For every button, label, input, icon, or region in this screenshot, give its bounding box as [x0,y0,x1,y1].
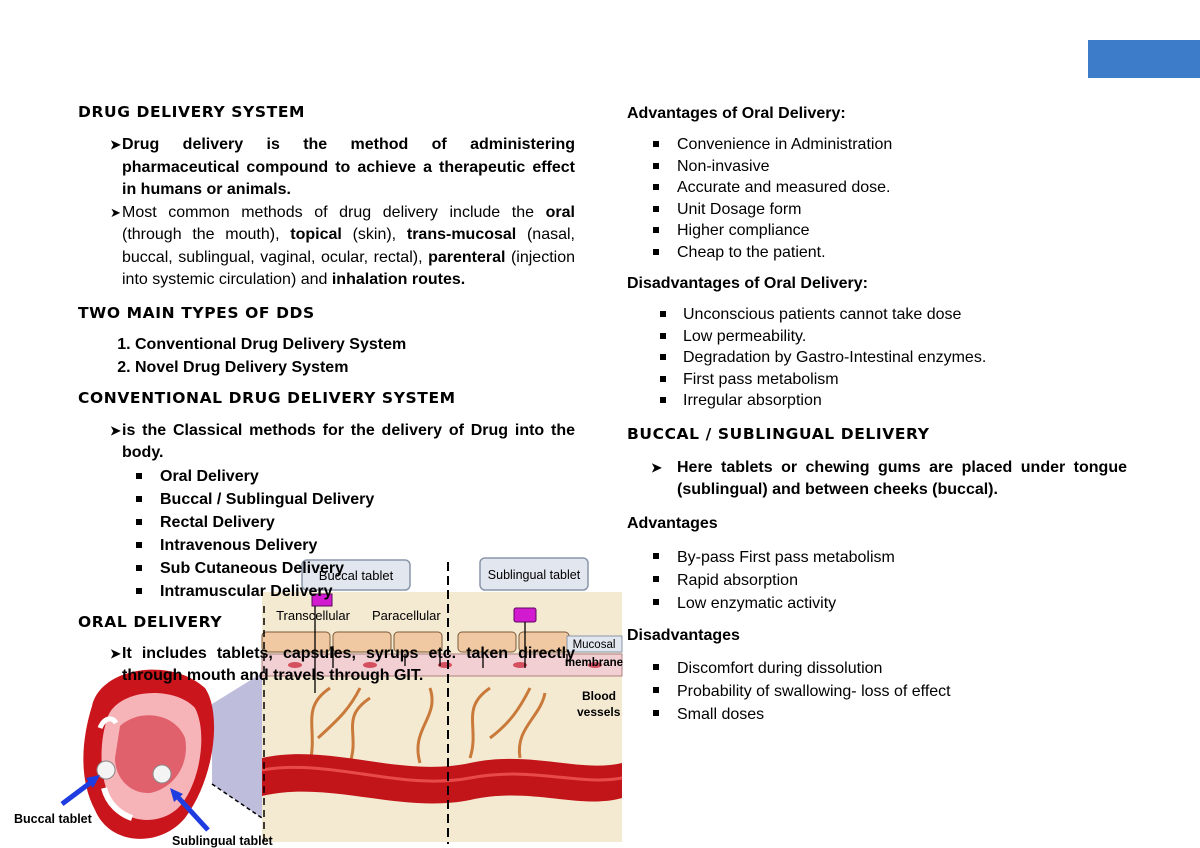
list-item: Oral Delivery [78,465,575,488]
list-item: Unconscious patients cannot take dose [627,304,1127,326]
square-bullet-icon [136,541,142,548]
square-bullet-icon [653,162,659,169]
list-item: Discomfort during dissolution [627,657,1127,680]
square-bullet-icon [136,518,142,525]
list-item: Low permeability. [627,326,1127,348]
square-bullet-icon [653,686,659,693]
list-item: Sub Cutaneous Delivery [78,557,575,580]
list-item: Intravenous Delivery [78,534,575,557]
square-bullet-icon [653,141,659,147]
conventional-list: Oral Delivery Buccal / Sublingual Delive… [78,465,575,603]
buccal-disadvantages-list: Discomfort during dissolution Probabilit… [627,657,1127,726]
arrowhead-bullet-icon: ➤ [110,137,121,152]
list-item: Higher compliance [627,220,1127,242]
dds-definition: ➤Drug delivery is the method of administ… [110,136,575,198]
list-item: First pass metabolism [627,369,1127,391]
list-item: Small doses [627,703,1127,726]
list-item: Irregular absorption [627,390,1127,412]
buccal-definition: ➤Here tablets or chewing gums are placed… [651,458,1127,499]
square-bullet-icon [653,248,659,255]
list-item: By-pass First pass metabolism [627,546,1127,569]
buccal-advantages-heading: Advantages [627,514,718,532]
arrowhead-bullet-icon: ➤ [110,422,121,438]
square-bullet-icon [660,397,666,403]
list-item: Cheap to the patient. [627,242,1127,264]
list-item: Degradation by Gastro-Intestinal enzymes… [627,347,1127,369]
right-column: Advantages of Oral Delivery: Convenience… [627,100,1127,726]
conventional-heading: CONVENTIONAL DRUG DELIVERY SYSTEM [78,388,456,407]
square-bullet-icon [653,205,659,212]
square-bullet-icon [653,663,659,670]
arrowhead-bullet-icon: ➤ [110,645,121,661]
list-item: Rectal Delivery [78,511,575,534]
square-bullet-icon [136,587,142,594]
square-bullet-icon [660,332,666,339]
conventional-definition: ➤is the Classical methods for the delive… [110,421,575,462]
buccal-advantages-list: By-pass First pass metabolism Rapid abso… [627,546,1127,615]
list-item: Low enzymatic activity [627,592,1127,615]
list-item: Non-invasive [627,156,1127,178]
arrowhead-bullet-icon: ➤ [110,204,121,220]
header-accent-tab [1088,40,1200,78]
dds-methods: ➤Most common methods of drug delivery in… [110,203,576,289]
square-bullet-icon [653,709,659,716]
list-item: Probability of swallowing- loss of effec… [627,680,1127,703]
oral-definition: ➤It includes tablets, capsules, syrups e… [110,644,575,685]
square-bullet-icon [653,575,659,582]
list-item: Novel Drug Delivery System [135,356,575,379]
square-bullet-icon [653,227,659,233]
left-column: DRUG DELIVERY SYSTEM ➤Drug delivery is t… [78,100,575,688]
list-item: Accurate and measured dose. [627,177,1127,199]
dds-heading: DRUG DELIVERY SYSTEM [78,103,306,121]
square-bullet-icon [136,472,142,479]
oral-disadvantages-list: Unconscious patients cannot take dose Lo… [627,304,1127,412]
buccal-heading: BUCCAL / SUBLINGUAL DELIVERY [627,424,930,443]
list-item: Convenience in Administration [627,134,1127,156]
oral-heading: ORAL DELIVERY [78,612,223,631]
square-bullet-icon [660,375,666,382]
list-item: Rapid absorption [627,569,1127,592]
square-bullet-icon [660,354,666,360]
list-item: Buccal / Sublingual Delivery [78,488,575,511]
types-heading: TWO MAIN TYPES OF DDS [78,303,315,322]
square-bullet-icon [660,311,666,317]
square-bullet-icon [653,598,659,605]
square-bullet-icon [653,552,659,559]
buccal-disadvantages-heading: Disadvantages [627,626,740,644]
square-bullet-icon [136,564,142,571]
oral-advantages-heading: Advantages of Oral Delivery: [627,105,846,122]
square-bullet-icon [136,495,142,502]
list-item: Unit Dosage form [627,199,1127,221]
square-bullet-icon [653,184,659,190]
oral-disadvantages-heading: Disadvantages of Oral Delivery: [627,275,868,292]
list-item: Intramuscular Delivery [78,580,575,603]
types-list: Conventional Drug Delivery System Novel … [78,333,575,379]
arrowhead-bullet-icon: ➤ [651,459,662,475]
list-item: Conventional Drug Delivery System [135,333,575,356]
oral-advantages-list: Convenience in Administration Non-invasi… [627,134,1127,263]
